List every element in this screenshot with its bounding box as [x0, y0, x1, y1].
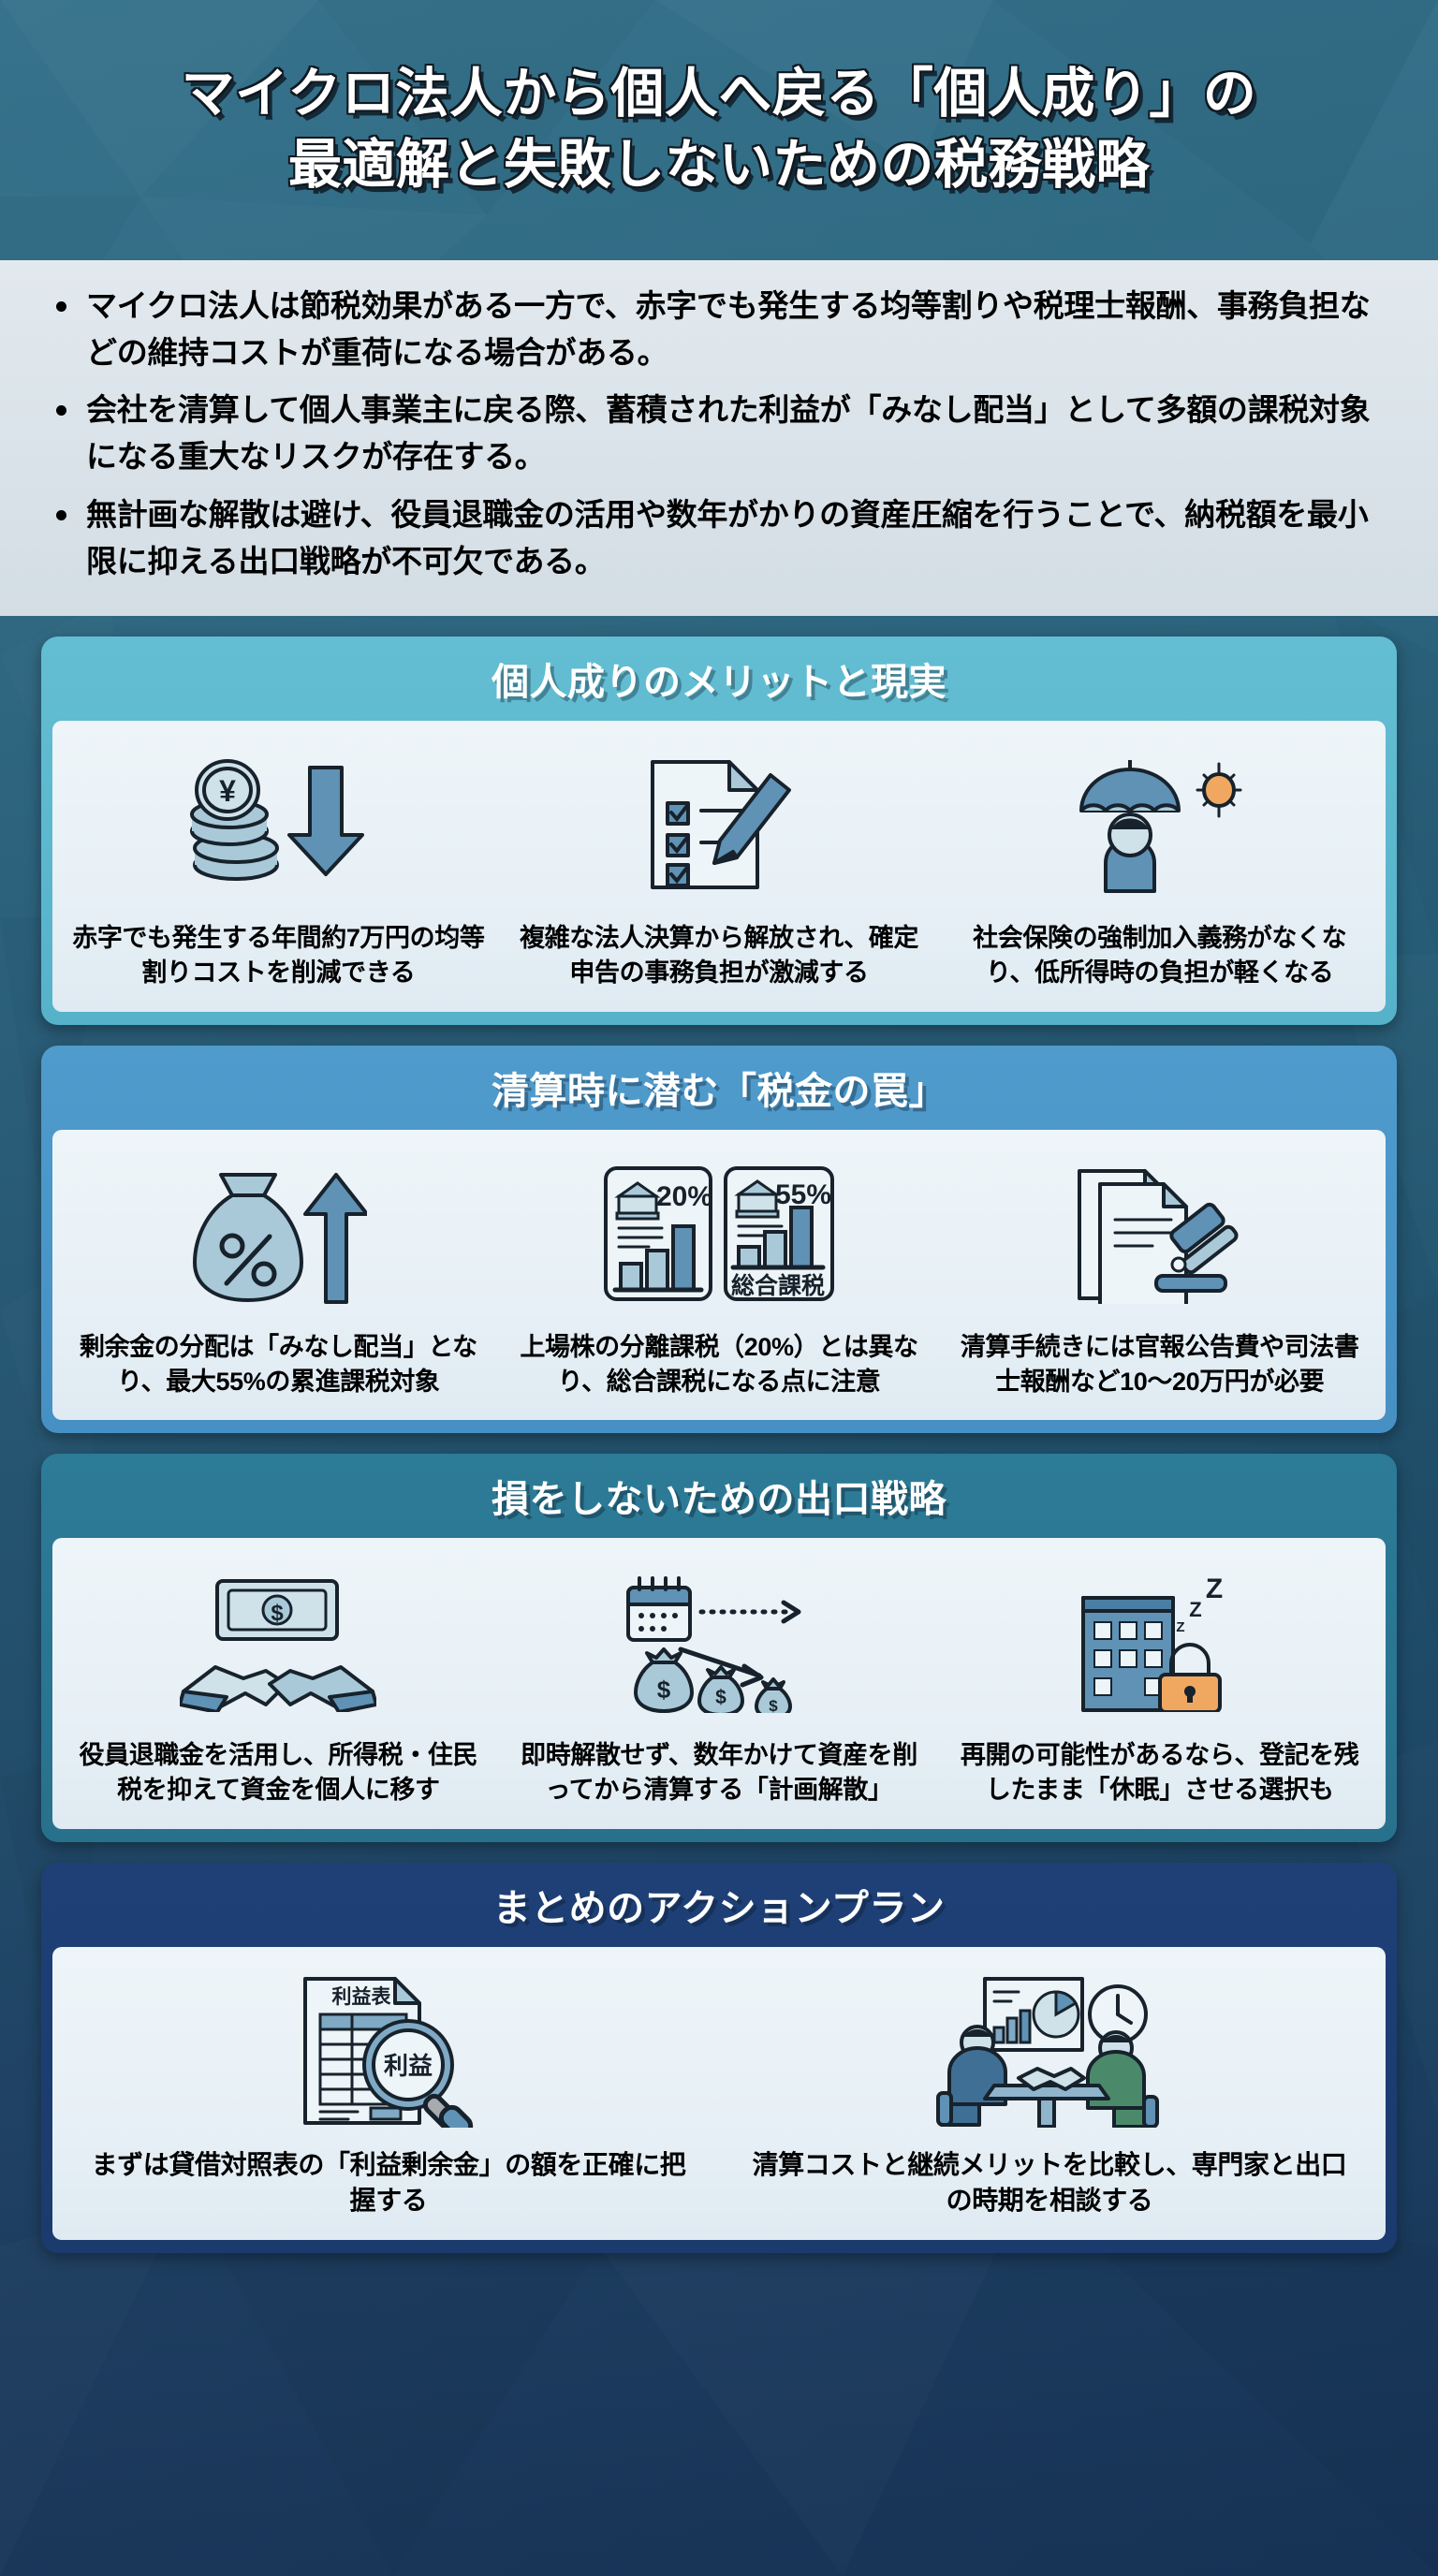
card-text: 再開の可能性があるなら、登記を残したまま「休眠」させる選択も [960, 1741, 1359, 1805]
card-text: 清算コストと継続メリットを比較し、専門家と出口の時期を相談する [752, 2149, 1347, 2216]
svg-text:$: $ [657, 1676, 671, 1704]
card-text: 即時解散せず、数年かけて資産を削ってから清算する「計画解散」 [521, 1741, 917, 1805]
section-merit: 個人成りのメリットと現実 [41, 637, 1397, 1025]
section-title: まとめのアクションプラン [492, 1887, 946, 1929]
svg-text:$: $ [715, 1687, 726, 1708]
section-title: 損をしないための出口戦略 [492, 1479, 946, 1520]
gavel-documents-icon [1066, 1147, 1254, 1321]
section-action: まとめのアクションプラン 利益表 [41, 1862, 1397, 2253]
handshake-cash-icon: $ [180, 1555, 377, 1729]
summary-bullet-list: マイクロ法人は節税効果がある一方で、赤字でも発生する均等割りや税理士報酬、事務負… [49, 283, 1389, 585]
calendar-shrinking-money-icon: $ $ $ [611, 1555, 827, 1729]
card-text: 複雑な法人決算から解放され、確定申告の事務負担が激減する [520, 924, 918, 988]
money-bag-percent-up-icon [189, 1147, 368, 1321]
zzz-large: Z [1206, 1573, 1223, 1604]
card-row: ¥ 赤字でも発生する年間約7万円の均等割りコストを削減できる [52, 721, 1386, 1012]
checklist-pencil-icon [630, 738, 808, 912]
card: 20% [499, 1143, 940, 1404]
list-item: マイクロ法人は節税効果がある一方で、赤字でも発生する均等割りや税理士報酬、事務負… [49, 283, 1389, 376]
hero-header: マイクロ法人から個人へ戻る「個人成り」の 最適解と失敗しないための税務戦略 [0, 0, 1438, 260]
card: $ $ $ 即時解散せず、数年かけて資産を削ってから清算する「計画解散」 [499, 1551, 940, 1812]
tax-comparison-chart-icon: 20% [602, 1147, 836, 1321]
card-text: 役員退職金を活用し、所得税・住民税を抑えて資金を個人に移す [79, 1741, 478, 1805]
page-title-line2: 最適解と失敗しないための税務戦略 [288, 135, 1150, 195]
list-item: 無計画な解散は避け、役員退職金の活用や数年がかりの資産圧縮を行うことで、納税額を… [49, 491, 1389, 585]
section-trap: 清算時に潜む「税金の罠」 [41, 1045, 1397, 1433]
profit-sheet-magnifier-icon: 利益表 [290, 1964, 487, 2138]
card: 清算手続きには官報公告費や司法書士報酬など10〜20万円が必要 [939, 1143, 1380, 1404]
card-text: 赤字でも発生する年間約7万円の均等割りコストを削減できる [72, 924, 485, 988]
list-item: 会社を清算して個人事業主に戻る際、蓄積された利益が「みなし配当」として多額の課税… [49, 387, 1389, 480]
section-title: 清算時に潜む「税金の罠」 [492, 1070, 946, 1112]
magnifier-label: 利益 [384, 2052, 433, 2080]
tax-rate-badge-right: 55% [775, 1179, 831, 1210]
document-title-label: 利益表 [332, 1985, 392, 2008]
svg-text:¥: ¥ [219, 774, 236, 808]
umbrella-person-sun-icon [1066, 738, 1254, 912]
card: 複雑な法人決算から解放され、確定申告の事務負担が激減する [499, 734, 940, 995]
section-title: 個人成りのメリットと現実 [492, 662, 946, 703]
card: ¥ 赤字でも発生する年間約7万円の均等割りコストを削減できる [58, 734, 499, 995]
card-text: 社会保険の強制加入義務がなくなり、低所得時の負担が軽くなる [973, 924, 1347, 988]
svg-text:$: $ [271, 1601, 285, 1626]
card-row: 剰余金の分配は「みなし配当」となり、最大55%の累進課税対象 [52, 1129, 1386, 1420]
svg-text:$: $ [769, 1697, 778, 1713]
card-text: 清算手続きには官報公告費や司法書士報酬など10〜20万円が必要 [960, 1332, 1359, 1396]
zzz-medium: Z [1189, 1598, 1201, 1621]
card-row: $ 役員退職金を活用し、所得税・住民税を抑えて資金を個人に移す [52, 1538, 1386, 1829]
card: $ 役員退職金を活用し、所得税・住民税を抑えて資金を個人に移す [58, 1551, 499, 1812]
summary-panel: マイクロ法人は節税効果がある一方で、赤字でも発生する均等割りや税理士報酬、事務負… [0, 260, 1438, 616]
card-text: 剰余金の分配は「みなし配当」となり、最大55%の累進課税対象 [79, 1332, 477, 1396]
card: Z Z Z [939, 1551, 1380, 1812]
tax-rate-badge-left: 20% [656, 1181, 712, 1212]
sleeping-building-lock-icon: Z Z Z [1066, 1555, 1254, 1729]
page-title-line1: マイクロ法人から個人へ戻る「個人成り」の [181, 64, 1257, 124]
card: 社会保険の強制加入義務がなくなり、低所得時の負担が軽くなる [939, 734, 1380, 995]
card: 剰余金の分配は「みなし配当」となり、最大55%の累進課税対象 [58, 1143, 499, 1404]
card: 利益表 [58, 1960, 719, 2223]
card-text: まずは貸借対照表の「利益剰余金」の額を正確に把握する [91, 2149, 686, 2216]
card: 清算コストと継続メリットを比較し、専門家と出口の時期を相談する [719, 1960, 1380, 2223]
zzz-small: Z [1176, 1619, 1184, 1635]
tax-type-caption: 総合課税 [731, 1272, 825, 1299]
section-exit: 損をしないための出口戦略 $ [41, 1454, 1397, 1842]
coins-down-arrow-icon: ¥ [184, 738, 372, 912]
card-row: 利益表 [52, 1946, 1386, 2240]
card-text: 上場株の分離課税（20%）とは異なり、総合課税になる点に注意 [520, 1332, 918, 1396]
consultation-meeting-icon [932, 1964, 1167, 2138]
